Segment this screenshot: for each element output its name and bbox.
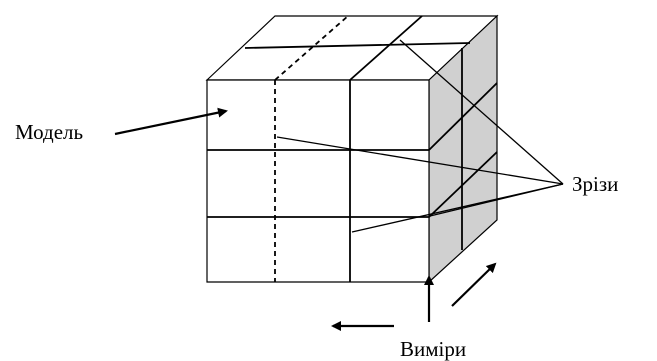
slice-pointers	[276, 39, 564, 233]
dimension-arrow-diagonal	[451, 262, 497, 307]
dimension-arrows	[331, 262, 497, 331]
side-line-2	[428, 151, 498, 218]
slice-pointer-bottom	[351, 183, 564, 233]
top-grid	[244, 15, 471, 81]
model-arrow	[114, 107, 228, 136]
top-horizontal-line	[244, 42, 471, 49]
side-line-1	[428, 82, 498, 151]
front-grid	[207, 80, 429, 282]
top-line	[349, 15, 423, 81]
top-dashed-line	[274, 15, 349, 81]
slices-label: Зрізи	[572, 172, 618, 196]
dimensions-label: Виміри	[400, 337, 466, 361]
cube-front-face	[206, 79, 430, 283]
side-grid	[428, 48, 498, 250]
slice-pointer-top	[399, 39, 564, 185]
slice-pointer-middle	[276, 136, 564, 185]
model-label: Модель	[15, 120, 83, 144]
